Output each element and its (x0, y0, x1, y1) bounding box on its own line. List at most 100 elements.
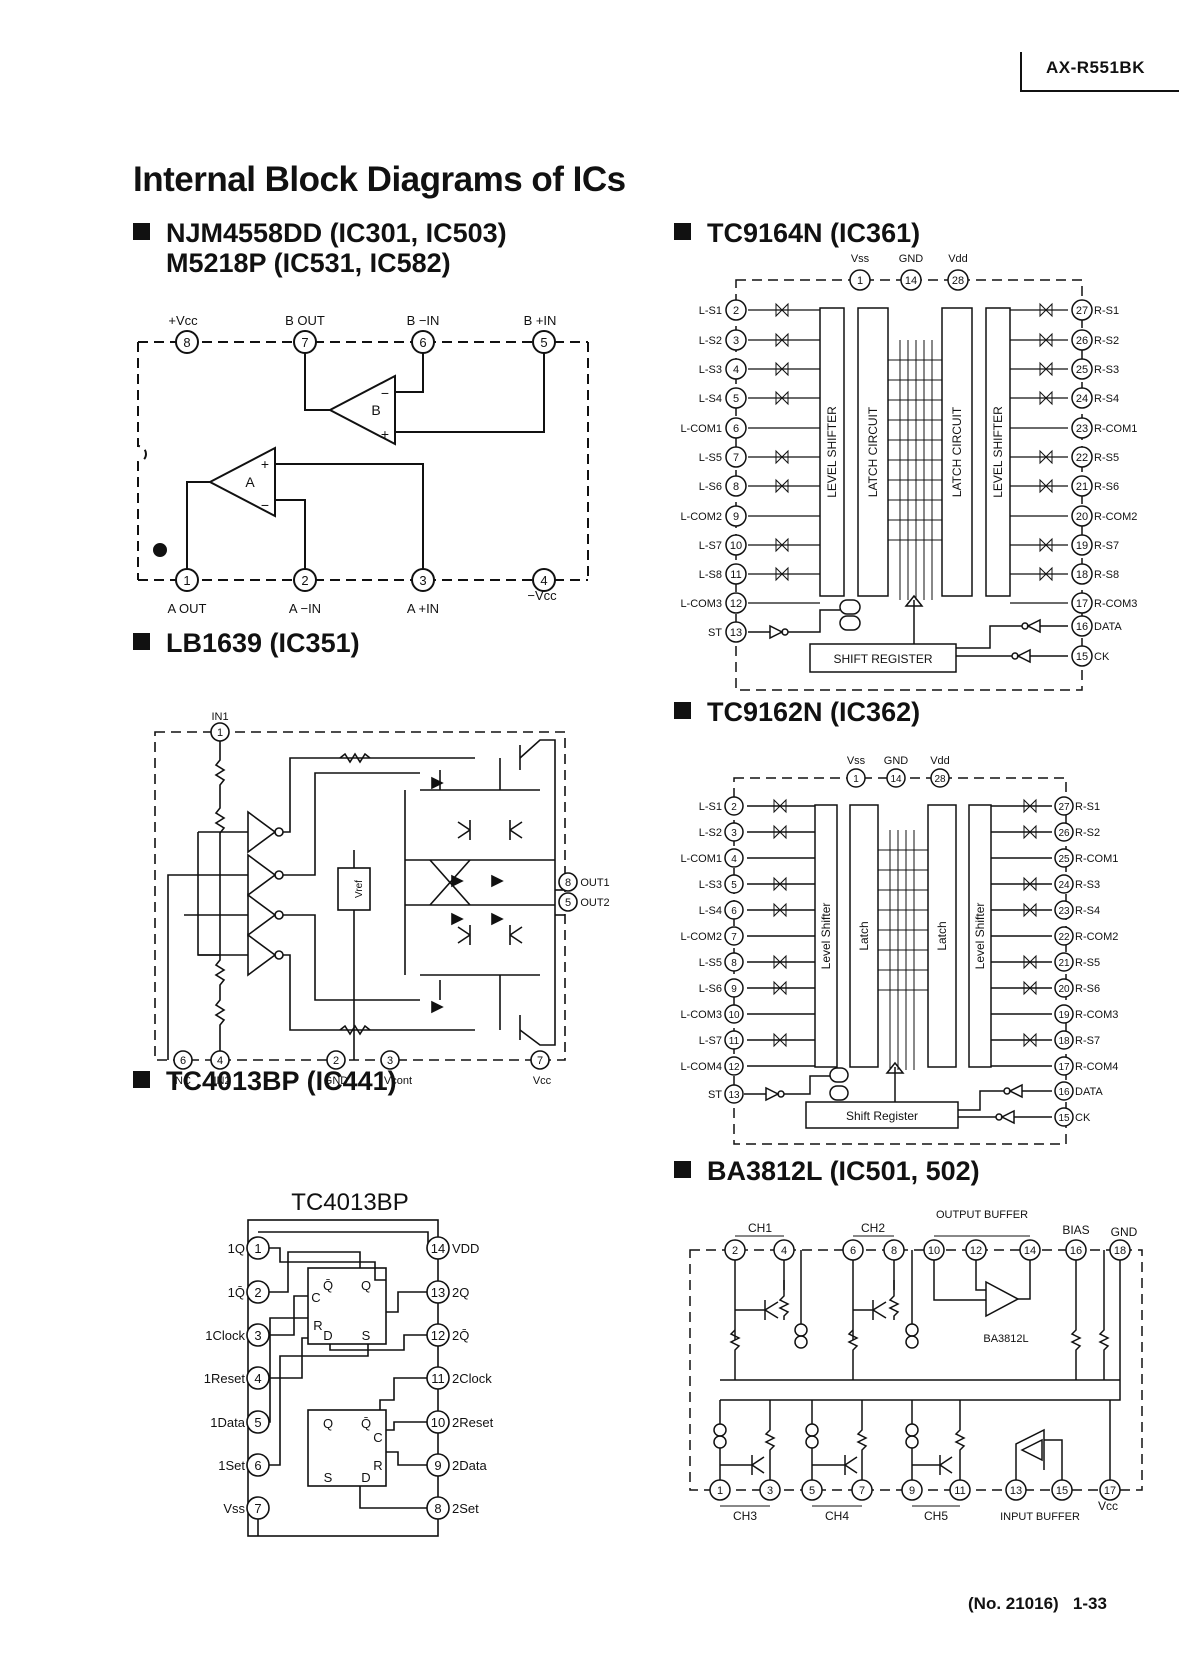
svg-text:23: 23 (1076, 423, 1088, 435)
svg-text:17: 17 (1104, 1485, 1116, 1497)
svg-text:14: 14 (905, 275, 917, 287)
svg-text:4: 4 (540, 573, 547, 588)
svg-text:LATCH CIRCUIT: LATCH CIRCUIT (866, 406, 880, 497)
svg-text:1: 1 (254, 1241, 261, 1256)
svg-text:15: 15 (1076, 651, 1088, 663)
lb1639-diagram (154, 731, 566, 1061)
svg-text:L-S3: L-S3 (699, 879, 722, 891)
svg-text:R-S1: R-S1 (1075, 801, 1100, 813)
svg-text:S: S (324, 1470, 333, 1485)
svg-text:R-COM1: R-COM1 (1094, 423, 1137, 435)
njm4558-pins (175, 330, 556, 592)
svg-text:21: 21 (1076, 481, 1088, 493)
svg-text:2Data: 2Data (452, 1458, 487, 1473)
svg-text:L-S4: L-S4 (699, 393, 722, 405)
ba3812-pins (709, 1239, 1131, 1501)
svg-text:S: S (362, 1328, 371, 1343)
svg-text:L-COM2: L-COM2 (680, 931, 722, 943)
svg-text:16: 16 (1070, 1245, 1082, 1257)
svg-text:1Clock: 1Clock (205, 1328, 245, 1343)
svg-text:7: 7 (859, 1485, 865, 1497)
svg-text:13: 13 (730, 627, 742, 639)
svg-text:LEVEL SHIFTER: LEVEL SHIFTER (825, 406, 839, 498)
label-bout: B OUT (285, 313, 325, 328)
svg-text:14: 14 (890, 774, 902, 785)
label-vcc: +Vcc (168, 313, 198, 328)
svg-text:Latch: Latch (857, 921, 871, 950)
svg-text:1: 1 (853, 774, 859, 785)
model-number: AX-R551BK (1046, 58, 1145, 77)
svg-text:4: 4 (731, 854, 737, 865)
pin-5 (532, 330, 556, 354)
svg-text:8: 8 (891, 1245, 897, 1257)
svg-text:L-COM1: L-COM1 (680, 853, 722, 865)
svg-text:L-S5: L-S5 (699, 452, 722, 464)
page-number: 1-33 (1072, 1594, 1107, 1613)
svg-text:1Set: 1Set (218, 1458, 245, 1473)
svg-text:R-S6: R-S6 (1075, 983, 1100, 995)
svg-text:L-S1: L-S1 (699, 305, 722, 317)
svg-text:19: 19 (1076, 540, 1088, 552)
svg-text:24: 24 (1076, 393, 1088, 405)
svg-text:6: 6 (254, 1458, 261, 1473)
bullet-square (674, 223, 691, 240)
svg-text:3: 3 (731, 828, 737, 839)
svg-text:DATA: DATA (1094, 621, 1122, 633)
label-vref: Vref (354, 880, 365, 898)
svg-text:ST: ST (708, 627, 722, 639)
svg-text:14: 14 (1024, 1245, 1036, 1257)
pin-4 (210, 1050, 230, 1070)
tc4013-pins (246, 1236, 450, 1520)
svg-text:R-COM2: R-COM2 (1094, 511, 1137, 523)
svg-text:5: 5 (540, 335, 547, 350)
svg-text:+: + (261, 456, 269, 472)
svg-text:GND: GND (899, 253, 924, 265)
svg-text:CK: CK (1075, 1112, 1091, 1124)
svg-text:12: 12 (730, 598, 742, 610)
section-title: BA3812L (IC501, 502) (707, 1156, 980, 1186)
svg-text:R-S3: R-S3 (1094, 364, 1119, 376)
svg-text:Q: Q (361, 1278, 371, 1293)
pin-3 (380, 1050, 400, 1070)
svg-text:R-S2: R-S2 (1075, 827, 1100, 839)
svg-text:ST: ST (708, 1089, 722, 1101)
svg-text:2: 2 (733, 305, 739, 317)
svg-text:3: 3 (254, 1328, 261, 1343)
svg-text:2: 2 (732, 1245, 738, 1257)
svg-text:R: R (313, 1318, 322, 1333)
svg-text:C: C (311, 1290, 320, 1305)
svg-text:Vdd: Vdd (930, 755, 950, 767)
label-vcc: Vcc (1098, 1499, 1118, 1513)
svg-text:1: 1 (857, 275, 863, 287)
svg-text:1Q: 1Q (228, 1241, 245, 1256)
svg-text:L-S7: L-S7 (699, 540, 722, 552)
bullet-square (133, 633, 150, 650)
svg-text:18: 18 (1114, 1245, 1126, 1257)
tc9164-right-switches (1010, 302, 1068, 604)
svg-text:R-S5: R-S5 (1094, 452, 1119, 464)
svg-text:9: 9 (909, 1485, 915, 1497)
svg-text:4: 4 (254, 1371, 261, 1386)
svg-text:5: 5 (733, 393, 739, 405)
section-title: TC4013BP (IC441) (166, 1066, 397, 1096)
svg-text:24: 24 (1058, 880, 1070, 891)
svg-text:1Data: 1Data (210, 1415, 245, 1430)
svg-text:17: 17 (1076, 598, 1088, 610)
svg-text:L-S2: L-S2 (699, 335, 722, 347)
svg-text:L-S3: L-S3 (699, 364, 722, 376)
svg-text:26: 26 (1076, 335, 1088, 347)
section-tc9162: TC9162N (IC362) (674, 697, 920, 727)
svg-text:L-S6: L-S6 (699, 481, 722, 493)
svg-text:Level Shifter: Level Shifter (819, 903, 833, 970)
svg-text:3: 3 (387, 1055, 393, 1067)
svg-text:R-COM3: R-COM3 (1094, 598, 1137, 610)
tc9164-blocks: LEVEL SHIFTER LATCH CIRCUIT LATCH CIRCUI… (825, 406, 1005, 666)
svg-text:Q̄: Q̄ (323, 1278, 333, 1293)
pin-3 (411, 568, 435, 592)
svg-text:19: 19 (1058, 1010, 1070, 1021)
amp-b-label: B (371, 402, 380, 418)
svg-text:R-S4: R-S4 (1094, 393, 1119, 405)
svg-text:10: 10 (431, 1415, 445, 1430)
pin-1 (210, 722, 230, 742)
tc9164-top-labels: Vss GND Vdd (851, 253, 968, 265)
